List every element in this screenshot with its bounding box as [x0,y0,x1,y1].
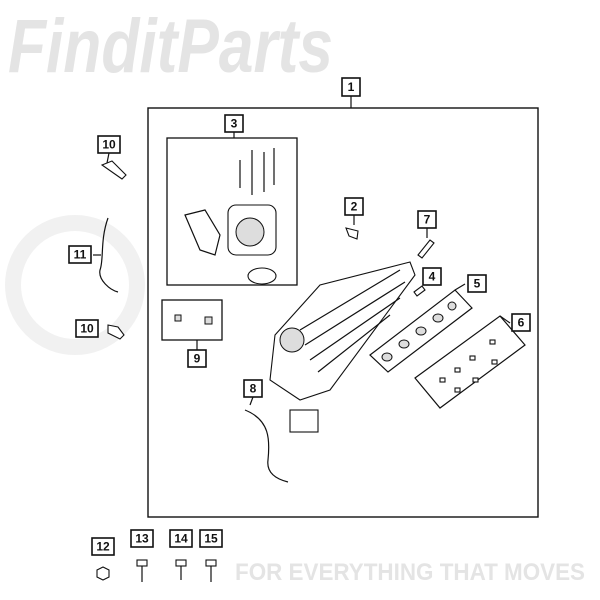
callout-label: 4 [429,270,436,284]
throttle-body-group [166,137,298,286]
callout-6[interactable]: 6 [511,313,531,332]
callout-14[interactable]: 14 [169,529,193,548]
callout-label: 15 [204,532,218,546]
watermark-tagline: FOR EVERYTHING THAT MOVES [235,559,585,586]
bolt-10a [100,160,127,180]
callout-label: 12 [96,540,110,554]
nut-12 [96,566,110,581]
callout-15[interactable]: 15 [199,529,223,548]
bolt-13 [136,559,148,582]
callout-1[interactable]: 1 [341,77,361,97]
callout-label: 5 [474,277,481,291]
callout-label: 13 [135,532,149,546]
callout-label: 14 [174,532,188,546]
callout-label: 10 [80,322,94,336]
callout-5[interactable]: 5 [467,274,487,293]
bolts [239,148,275,195]
callout-9[interactable]: 9 [187,349,207,368]
callout-label: 11 [74,248,87,262]
watermark: FinditParts FOR EVERYTHING THAT MOVES [8,4,585,586]
callout-12[interactable]: 12 [91,537,115,556]
callout-10-lower[interactable]: 10 [75,319,99,338]
sensor-part-2 [345,227,359,240]
callout-11[interactable]: 11 [68,245,92,264]
assembly-frame [147,107,539,518]
throttle-body [184,204,277,285]
callout-label: 10 [102,138,116,152]
intake-manifold [269,261,416,433]
callout-label: 1 [348,80,355,94]
callout-label: 6 [518,316,525,330]
callout-3[interactable]: 3 [224,114,244,133]
callout-10-upper[interactable]: 10 [97,135,121,154]
watermark-brand: FinditParts [8,4,333,89]
callout-label: 8 [250,382,257,396]
bolt-14 [175,559,187,580]
callout-label: 9 [194,352,201,366]
callout-label: 2 [351,200,358,214]
part-4 [413,285,426,297]
bolt-10b [107,324,125,340]
watermark-ring [5,215,145,355]
callout-4[interactable]: 4 [422,267,442,286]
callout-7[interactable]: 7 [417,210,437,229]
callout-2[interactable]: 2 [344,197,364,216]
callout-label: 7 [424,213,431,227]
bolt-15 [205,559,217,582]
callout-8[interactable]: 8 [243,379,263,398]
callout-13[interactable]: 13 [130,529,154,548]
sensor-part-7 [417,239,435,259]
tube-11 [99,217,119,293]
seal-set-6 [414,315,526,409]
callout-label: 3 [231,117,238,131]
hose-8 [244,409,289,483]
gasket-set-5 [369,289,473,373]
clip-group [161,299,223,341]
